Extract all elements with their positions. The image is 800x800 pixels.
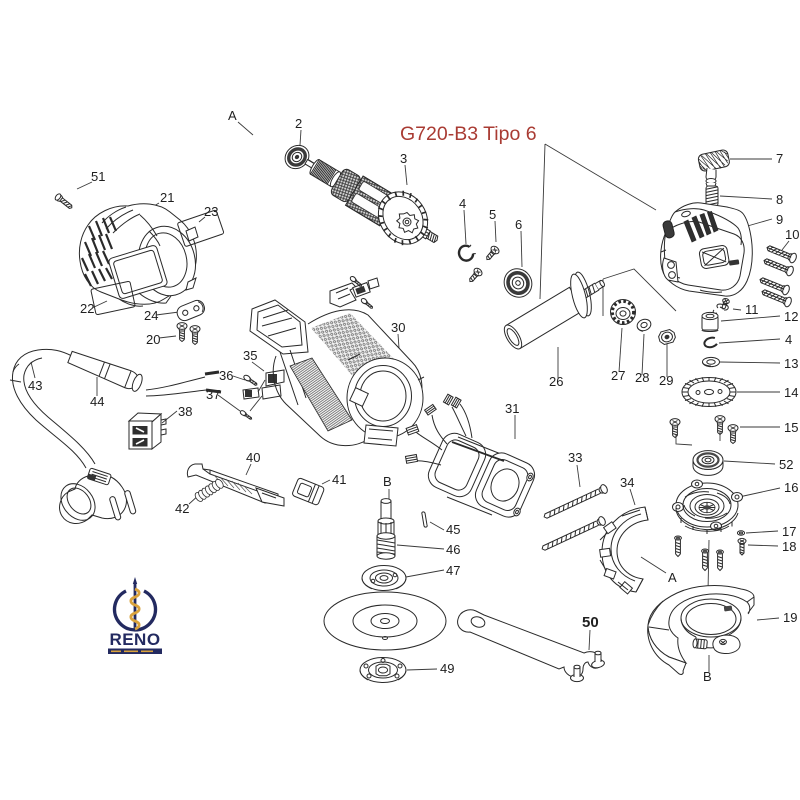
- svg-text:A: A: [228, 108, 237, 123]
- svg-text:52: 52: [779, 457, 793, 472]
- svg-text:15: 15: [784, 420, 798, 435]
- svg-text:47: 47: [446, 563, 460, 578]
- svg-text:19: 19: [783, 610, 797, 625]
- svg-text:38: 38: [178, 404, 192, 419]
- svg-text:29: 29: [659, 373, 673, 388]
- svg-text:21: 21: [160, 190, 174, 205]
- svg-text:4: 4: [785, 332, 792, 347]
- svg-text:50: 50: [582, 614, 599, 631]
- svg-text:45: 45: [446, 522, 460, 537]
- svg-text:10: 10: [785, 227, 799, 242]
- svg-text:41: 41: [332, 472, 346, 487]
- svg-text:13: 13: [784, 356, 798, 371]
- svg-text:5: 5: [489, 207, 496, 222]
- svg-text:40: 40: [246, 450, 260, 465]
- svg-text:34: 34: [620, 475, 634, 490]
- svg-text:RENO: RENO: [109, 630, 160, 649]
- svg-text:2: 2: [295, 116, 302, 131]
- svg-text:12: 12: [784, 309, 798, 324]
- svg-text:44: 44: [90, 394, 104, 409]
- svg-text:36: 36: [219, 368, 233, 383]
- svg-text:14: 14: [784, 385, 798, 400]
- svg-text:7: 7: [776, 151, 783, 166]
- svg-text:33: 33: [568, 450, 582, 465]
- svg-text:G720-B3 Tipo 6: G720-B3 Tipo 6: [400, 123, 537, 145]
- svg-text:43: 43: [28, 378, 42, 393]
- svg-text:B: B: [383, 474, 392, 489]
- svg-text:24: 24: [144, 308, 158, 323]
- svg-text:18: 18: [782, 539, 796, 554]
- svg-text:27: 27: [611, 368, 625, 383]
- svg-text:20: 20: [146, 332, 160, 347]
- svg-text:46: 46: [446, 542, 460, 557]
- svg-text:22: 22: [80, 301, 94, 316]
- svg-text:9: 9: [776, 212, 783, 227]
- svg-text:42: 42: [175, 501, 189, 516]
- svg-text:8: 8: [776, 192, 783, 207]
- svg-text:30: 30: [391, 320, 405, 335]
- svg-text:16: 16: [784, 480, 798, 495]
- svg-text:49: 49: [440, 661, 454, 676]
- svg-text:31: 31: [505, 401, 519, 416]
- svg-text:B: B: [703, 669, 712, 684]
- svg-text:11: 11: [745, 302, 759, 317]
- svg-text:28: 28: [635, 370, 649, 385]
- svg-text:35: 35: [243, 348, 257, 363]
- svg-text:6: 6: [515, 217, 522, 232]
- svg-text:26: 26: [549, 374, 563, 389]
- svg-text:A: A: [668, 570, 677, 585]
- svg-text:17: 17: [782, 524, 796, 539]
- svg-text:3: 3: [400, 151, 407, 166]
- svg-text:51: 51: [91, 169, 105, 184]
- svg-text:4: 4: [459, 196, 466, 211]
